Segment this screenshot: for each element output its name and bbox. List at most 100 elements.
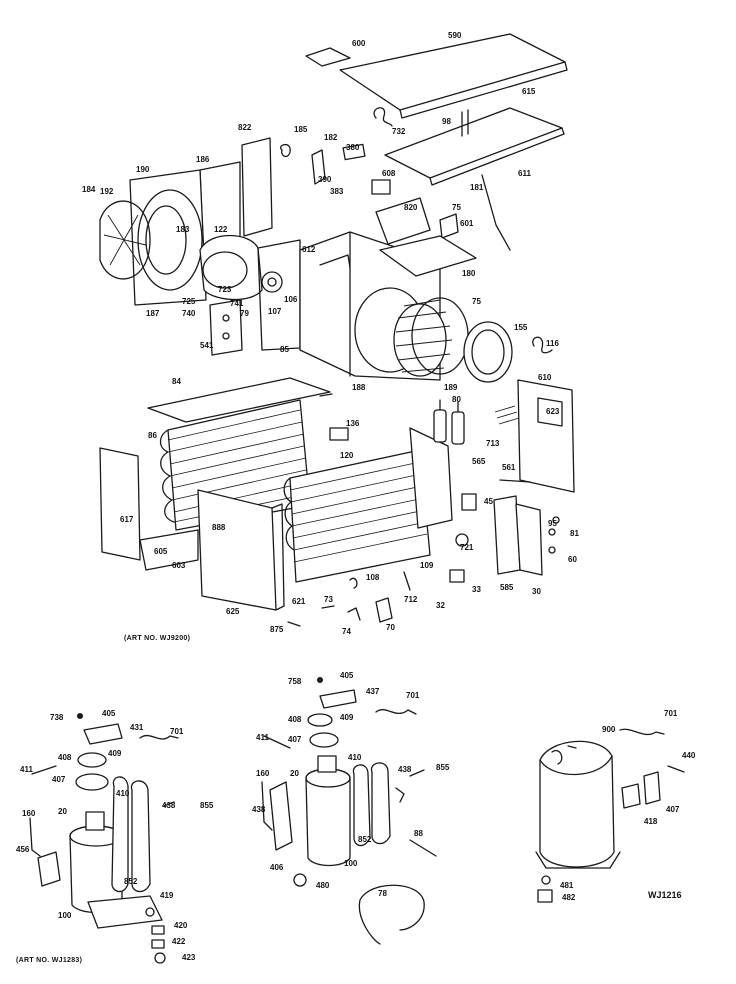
label-86: 86 (148, 431, 157, 440)
label-L20: 20 (58, 807, 67, 816)
label-108: 108 (366, 573, 380, 582)
compressor-middle (261, 677, 437, 945)
orifice-ring (463, 321, 513, 383)
fan-blade-left (99, 169, 207, 306)
small-brackets-top (280, 143, 511, 251)
label-M20: 20 (290, 769, 299, 778)
label-M406: 406 (270, 863, 284, 872)
label-L410: 410 (116, 789, 130, 798)
label-610: 610 (538, 373, 552, 382)
label-380: 380 (346, 143, 360, 152)
label-732: 732 (392, 127, 406, 136)
left-side-panel (199, 137, 273, 263)
label-713: 713 (486, 439, 500, 448)
blower-wheel (393, 297, 469, 377)
label-122: 122 (214, 225, 228, 234)
label-M88: 88 (414, 829, 423, 838)
label-M160: 160 (256, 769, 270, 778)
label-185: 185 (294, 125, 308, 134)
label-600: 600 (352, 39, 366, 48)
label-605: 605 (154, 547, 168, 556)
label-L431: 431 (130, 723, 144, 732)
label-187: 187 (146, 309, 160, 318)
label-M438a: 438 (398, 765, 412, 774)
label-822: 822 (238, 123, 252, 132)
label-L701: 701 (170, 727, 184, 736)
label-740: 740 (182, 309, 196, 318)
label-R900: 900 (602, 725, 616, 734)
label-188: 188 (352, 383, 366, 392)
label-70: 70 (386, 623, 395, 632)
label-L100: 100 (58, 911, 72, 920)
partition-panel (375, 197, 477, 277)
label-L852: 852 (124, 877, 138, 886)
label-80: 80 (452, 395, 461, 404)
label-98: 98 (442, 117, 451, 126)
label-R440: 440 (682, 751, 696, 760)
label-107: 107 (268, 307, 282, 316)
label-L422: 422 (172, 937, 186, 946)
label-32: 32 (436, 601, 445, 610)
label-M701: 701 (406, 691, 420, 700)
label-186: 186 (196, 155, 210, 164)
label-M758: 758 (288, 677, 302, 686)
label-623: 623 (546, 407, 560, 416)
label-M480: 480 (316, 881, 330, 890)
label-820: 820 (404, 203, 418, 212)
label-R701: 701 (664, 709, 678, 718)
label-120: 120 (340, 451, 354, 460)
label-608: 608 (382, 169, 396, 178)
label-875: 875 (270, 625, 284, 634)
label-561: 561 (502, 463, 516, 472)
label-M437: 437 (366, 687, 380, 696)
label-85a: 85 (280, 345, 289, 354)
label-182: 182 (324, 133, 338, 142)
label-79: 79 (240, 309, 249, 318)
label-M411: 411 (256, 733, 269, 742)
label-95: 95 (548, 519, 557, 528)
label-M438b: 438 (252, 805, 266, 814)
label-L738: 738 (50, 713, 64, 722)
label-R418: 418 (644, 817, 658, 826)
hook-clip (532, 336, 553, 354)
caption-bottom-right-art: WJ1216 (648, 890, 682, 900)
label-612: 612 (302, 245, 316, 254)
label-621: 621 (292, 597, 306, 606)
label-611: 611 (518, 169, 531, 178)
label-183: 183 (176, 225, 190, 234)
label-L411: 411 (20, 765, 33, 774)
label-155: 155 (514, 323, 528, 332)
label-L408: 408 (58, 753, 72, 762)
label-R407: 407 (666, 805, 680, 814)
capacitors (433, 399, 465, 445)
label-45: 45 (484, 497, 493, 506)
label-M408: 408 (288, 715, 302, 724)
motor (199, 235, 301, 351)
top-cover-panel (305, 33, 568, 119)
compressor-left (29, 713, 179, 964)
label-106: 106 (284, 295, 298, 304)
label-L456: 456 (16, 845, 30, 854)
label-30: 30 (532, 587, 541, 596)
spring-clip (373, 107, 393, 127)
label-888: 888 (212, 523, 226, 532)
label-L855: 855 (200, 801, 214, 810)
label-601: 601 (460, 219, 474, 228)
label-M855: 855 (436, 763, 450, 772)
caption-top-art: (ART NO. WJ9200) (124, 635, 190, 642)
label-383: 383 (330, 187, 344, 196)
label-L407: 407 (52, 775, 66, 784)
label-M407: 407 (288, 735, 302, 744)
small-hardware-top (287, 393, 560, 627)
label-L405: 405 (102, 709, 116, 718)
base-rail (139, 529, 199, 571)
label-603: 603 (172, 561, 186, 570)
label-75b: 75 (472, 297, 481, 306)
label-M405: 405 (340, 671, 354, 680)
label-M410: 410 (348, 753, 362, 762)
label-192: 192 (100, 187, 114, 196)
art-captions: (ART NO. WJ9200) (ART NO. WJ1283) WJ1216 (16, 635, 682, 964)
label-60: 60 (568, 555, 577, 564)
label-74: 74 (342, 627, 351, 636)
label-L160: 160 (22, 809, 36, 818)
